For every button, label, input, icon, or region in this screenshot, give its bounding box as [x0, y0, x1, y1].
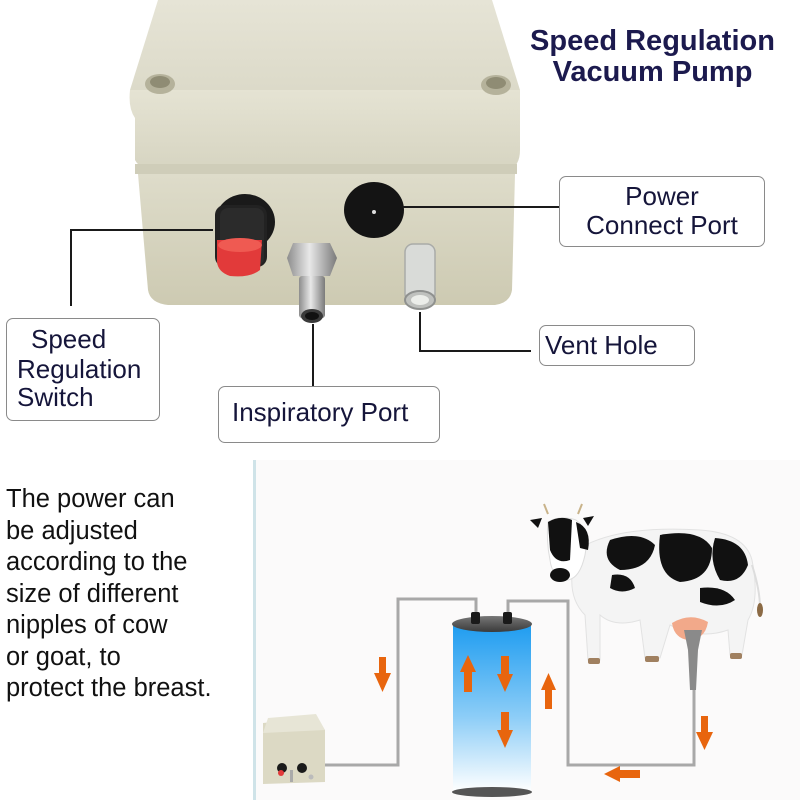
title-line-2: Vacuum Pump: [552, 56, 753, 88]
callout-speed-regulation-switch: Speed Regulation Switch: [6, 318, 160, 421]
product-title: Speed Regulation Vacuum Pump: [505, 26, 800, 88]
callout-power-connect-port: Power Connect Port: [559, 176, 765, 247]
mini-pump-icon: [263, 714, 325, 784]
milking-system-diagram: [253, 460, 800, 800]
description-line: size of different: [6, 579, 179, 608]
description-text: The power can be adjusted according to t…: [6, 484, 256, 705]
callout-vent-hole: Vent Hole: [539, 325, 695, 366]
description-line: protect the breast.: [6, 674, 212, 702]
description-line: or goat, to: [6, 642, 121, 671]
teat-cup-icon: [684, 630, 702, 690]
leader-inspiratory-port: [312, 324, 314, 386]
speed-switch-line-3: Switch: [17, 382, 94, 412]
flow-arrows: [374, 655, 713, 782]
title-line-1: Speed Regulation: [530, 25, 775, 57]
description-line: according to the: [6, 548, 188, 576]
callout-inspiratory-port: Inspiratory Port: [218, 386, 440, 443]
leader-vent-hole-h: [419, 350, 531, 352]
leader-power-port: [403, 206, 560, 208]
leader-vent-hole-v: [419, 312, 421, 351]
vent-hole-label: Vent Hole: [545, 330, 658, 360]
speed-switch-line-1: Speed: [31, 324, 107, 354]
speed-switch-line-2: Regulation: [17, 354, 142, 384]
description-line: nipples of cow: [6, 611, 168, 639]
diagram-illustration: [253, 460, 763, 800]
leader-speed-switch-h: [70, 229, 213, 231]
power-port-line-2: Connect Port: [586, 210, 738, 240]
cow-illustration: [530, 503, 763, 664]
description-line: be adjusted: [6, 516, 138, 545]
description-line: The power can: [6, 485, 175, 513]
leader-speed-switch-v: [70, 229, 72, 306]
power-port-line-1: Power: [625, 181, 699, 211]
milk-tank-icon: [452, 612, 532, 797]
inspiratory-port-label: Inspiratory Port: [232, 397, 409, 427]
